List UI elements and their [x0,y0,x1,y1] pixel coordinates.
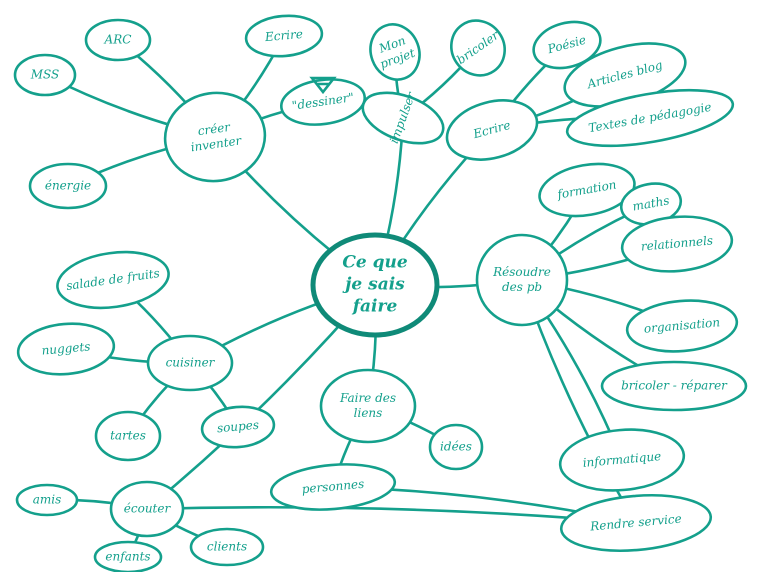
node-label: bricoler - réparer [621,379,728,393]
node-dessiner: "dessiner" [279,78,367,126]
node-label: informatique [582,449,662,470]
node-organisation: organisation [625,299,739,353]
node-formation: formation [538,162,636,218]
node-label: enfants [105,550,150,564]
node-bubble [163,91,267,183]
node-bubble [361,91,445,145]
central-topic-label: je sais [342,275,405,295]
node-label: tartes [110,429,146,443]
node-label: amis [33,493,62,507]
node-ecouter: écouter [109,480,185,538]
node-bubble [559,494,713,552]
central-topic-label: Ce que [342,253,408,273]
node-bubble [200,405,276,449]
node-bricoler-top: bricoler [450,19,506,77]
node-bubble [56,250,170,310]
node-bubble [475,233,569,327]
node-bricoler: bricoler - réparer [600,360,748,412]
node-ecrire-top: Ecrire [244,14,324,58]
node-label: ARC [104,33,132,47]
node-bubble [16,322,116,376]
node-impulser: impulser [361,89,445,145]
node-clients: clients [189,527,265,567]
node-personnes: personnes [269,463,397,511]
node-nuggets: nuggets [16,322,116,376]
node-bubble [109,480,185,538]
node-mss: MSS [13,53,77,97]
node-bubble [369,23,421,81]
node-label: soupes [216,418,259,436]
node-cuisiner: cuisiner [146,334,234,392]
node-bubble [600,360,748,412]
node-bubble [558,428,686,492]
node-label: personnes [301,477,365,496]
node-label: créer [197,120,232,139]
node-bubble [445,99,539,161]
node-bubble [532,20,602,70]
node-energie: énergie [28,162,108,210]
node-label: relationnels [640,233,713,253]
node-arc: ARC [84,18,152,62]
node-label: énergie [45,179,91,193]
node-label: nuggets [41,339,91,357]
node-informatique: informatique [558,428,686,492]
node-bubble [146,334,234,392]
node-bubble [428,423,484,471]
node-bubble [28,162,108,210]
node-label: Résoudre [492,265,551,279]
node-bubble [565,88,735,148]
node-bubble [625,299,739,353]
node-bubble [538,162,636,218]
node-label: MSS [30,68,60,82]
node-label: idées [440,440,472,454]
node-label: liens [354,406,383,420]
node-label: des pb [502,280,542,294]
node-bubble [94,410,162,462]
node-ecrire: Ecrire [445,99,539,161]
node-salade: salade de fruits [56,250,170,310]
node-label: maths [631,193,670,213]
node-bubble [244,14,324,58]
node-rendre: Rendre service [559,494,713,552]
node-bubble [620,215,734,273]
node-bubble [13,53,77,97]
node-label: Faire des [339,391,396,405]
node-bubble [450,19,506,77]
node-label: clients [207,540,247,554]
node-label: écouter [124,502,172,516]
node-soupes: soupes [200,405,276,449]
node-bubble [269,463,397,511]
node-textes: Textes de pédagogie [565,88,735,148]
node-label: organisation [643,315,720,336]
node-relationnels: relationnels [620,215,734,273]
node-bubble [93,540,163,572]
node-bubble [279,78,367,126]
triangle-doodle-icon [309,76,337,95]
node-articles: Articles blog [563,42,687,108]
node-bubble [15,483,79,517]
node-enfants: enfants [93,540,163,572]
node-idees: idées [428,423,484,471]
central-topic-bubble [310,232,440,338]
node-label: Ecrire [263,27,303,44]
central-topic-label: faire [352,297,398,317]
node-poesie: Poésie [532,20,602,70]
node-tartes: tartes [94,410,162,462]
node-bubble [84,18,152,62]
node-bubble [189,527,265,567]
node-bubble [319,368,417,444]
node-label: cuisiner [166,356,216,370]
node-amis: amis [15,483,79,517]
